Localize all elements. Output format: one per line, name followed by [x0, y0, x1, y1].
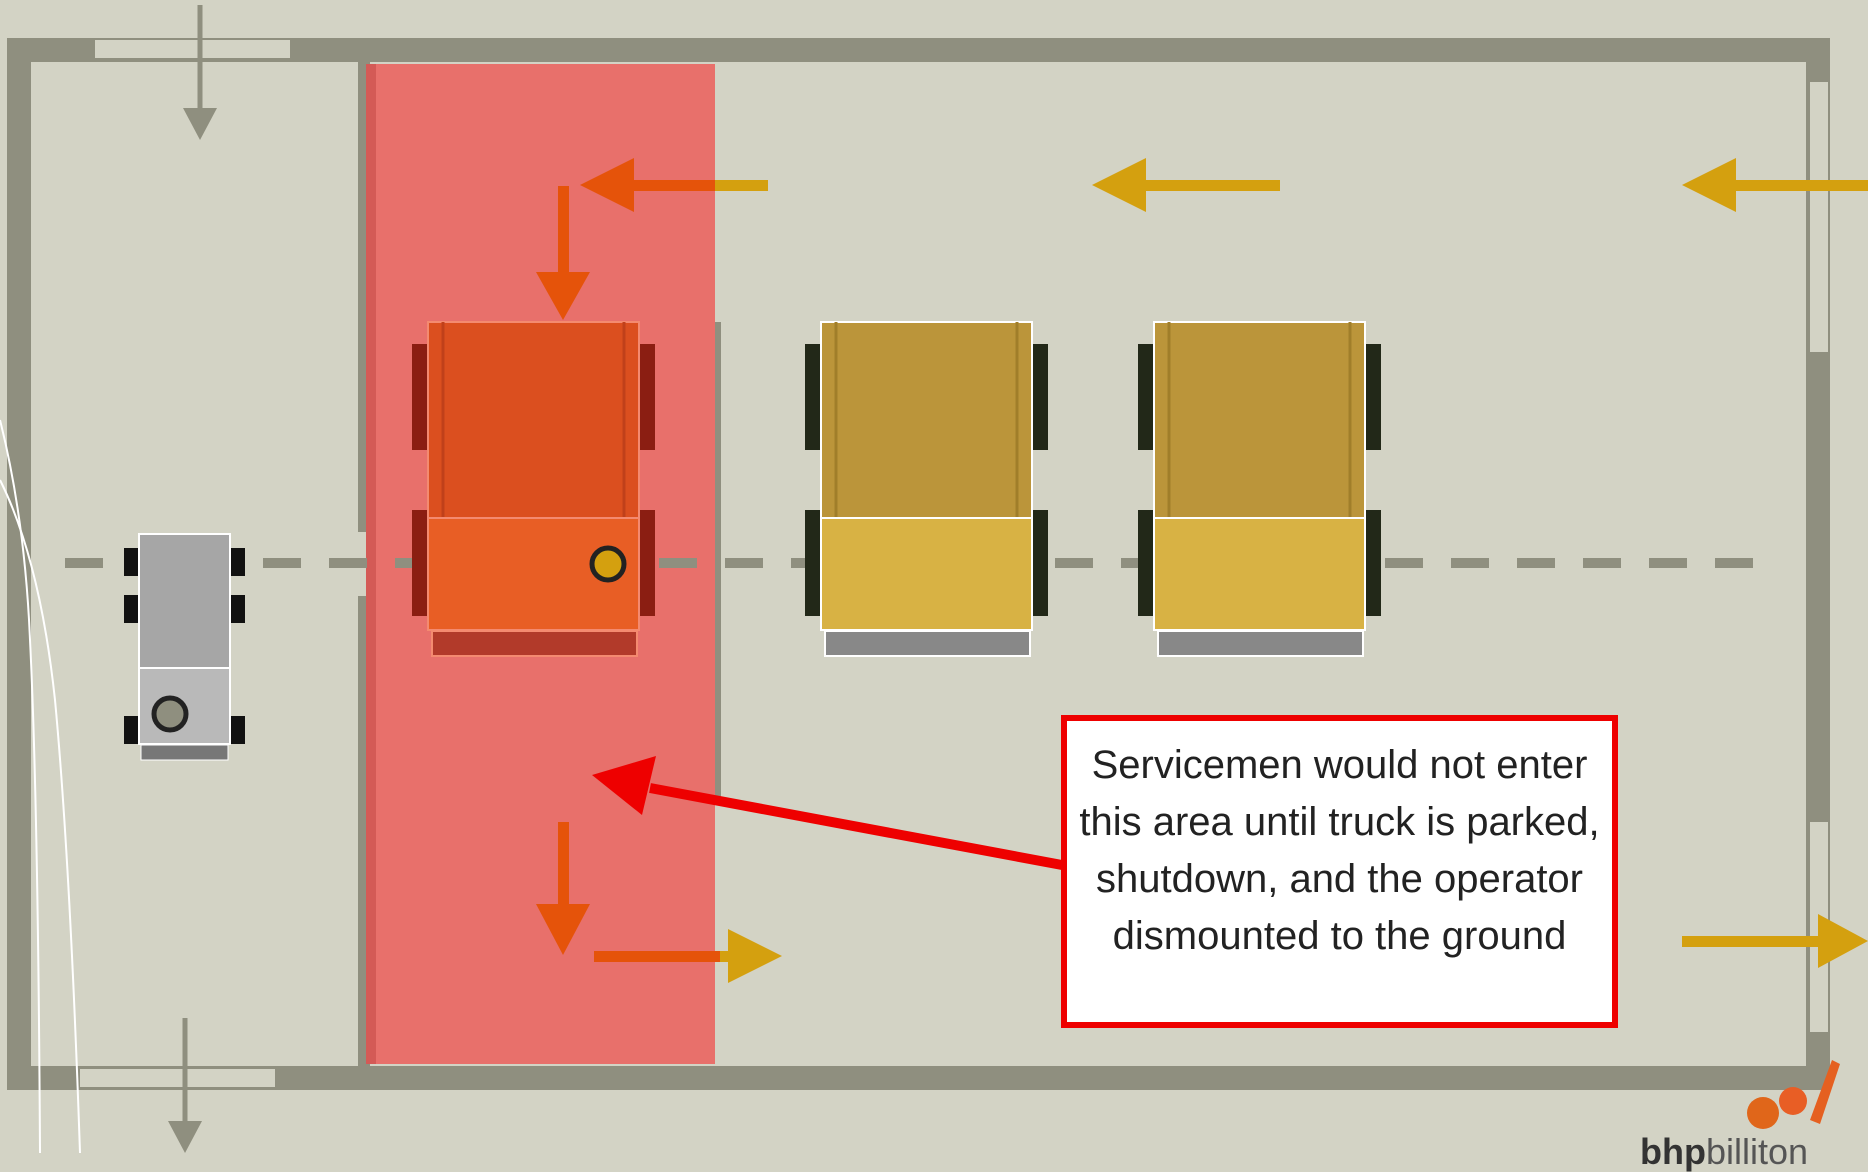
hazard-flow-arrows — [536, 186, 782, 983]
service-vehicle-icon — [124, 533, 245, 761]
arrow-left-icon — [580, 158, 634, 212]
arrow-left-icon — [1092, 158, 1146, 212]
callout-line-1: Servicemen would not enter — [1091, 743, 1588, 787]
haul-truck-icon — [1138, 321, 1381, 657]
arrow-right-icon — [1818, 914, 1868, 968]
bhp-billiton-logo — [1747, 1060, 1840, 1129]
arrow-down-icon — [536, 272, 590, 320]
callout-line-3: shutdown, and the operator — [1095, 857, 1583, 901]
entry-exit-arrows — [168, 5, 217, 1153]
arrow-right-icon — [728, 929, 782, 983]
haul-truck-icon — [805, 321, 1048, 657]
callout-line-2: this area until truck is parked, — [1079, 800, 1600, 844]
callout-box: Servicemen would not enter this area unt… — [1061, 715, 1618, 1028]
arrow-down-icon — [183, 108, 217, 140]
arrow-left-icon — [1682, 158, 1736, 212]
callout-line-4: dismounted to the ground — [1112, 914, 1567, 958]
logo-text: bhpbilliton — [1640, 1132, 1808, 1172]
arrow-down-icon — [168, 1121, 202, 1153]
haul-truck-icon — [412, 321, 655, 657]
traffic-flow-arrows — [580, 158, 1868, 968]
logo-light: billiton — [1705, 1131, 1809, 1172]
right-door-upper — [1810, 82, 1828, 352]
arrow-down-icon — [536, 904, 590, 955]
callout-pointer-icon — [592, 756, 1063, 870]
top-door-opening — [95, 40, 290, 58]
decorative-curves — [0, 419, 81, 1153]
logo-bold: bhp — [1640, 1131, 1706, 1172]
bottom-door-opening — [80, 1069, 275, 1087]
